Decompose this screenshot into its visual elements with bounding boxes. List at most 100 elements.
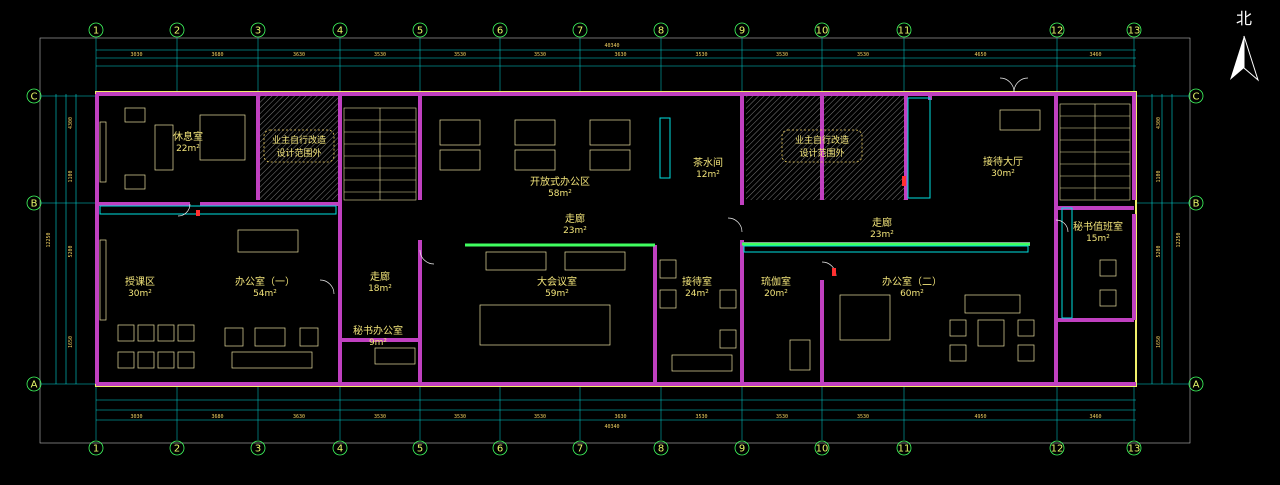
dim-text: 5200 <box>1156 245 1162 257</box>
dim-text: 4950 <box>974 414 986 420</box>
dim-text: 5200 <box>68 245 74 257</box>
overall-dim-bottom: 40340 <box>604 424 619 430</box>
dim-text: 3530 <box>454 414 466 420</box>
grid-row-label: B <box>1193 199 1200 210</box>
dim-text: 1650 <box>68 336 74 348</box>
grid-col-bubble <box>332 22 348 38</box>
hatch-area-2 <box>746 96 906 200</box>
grid-col-bubble <box>1049 440 1065 456</box>
hatch-note-box-2 <box>781 129 863 163</box>
dim-text: 1100 <box>1156 170 1162 182</box>
dim-text: 3460 <box>1089 52 1101 58</box>
stair-left <box>343 107 417 201</box>
grid-col-label: 7 <box>577 444 583 455</box>
overall-dim-left: 12250 <box>46 232 52 247</box>
dim-text: 3530 <box>534 414 546 420</box>
grid-col-bubble <box>572 22 588 38</box>
grid-col-bubble <box>169 22 185 38</box>
room-area-rest: 22m² <box>176 144 200 154</box>
dim-right-col: 4300 1100 5200 1650 <box>1156 117 1162 348</box>
grid-col-label: 7 <box>577 26 583 37</box>
grid-col-bubble <box>1126 22 1142 38</box>
room-name-openoffice: 开放式办公区 <box>530 175 590 188</box>
grid-col-bubble <box>412 22 428 38</box>
grid-col-label: 12 <box>1051 26 1064 37</box>
grid-row-label: B <box>31 199 38 210</box>
drawing-frame <box>39 37 1191 444</box>
grid-col-bubble <box>250 22 266 38</box>
hatch-note-2-line1: 业主自行改造 <box>795 134 849 146</box>
grid-col-bubble <box>1126 440 1142 456</box>
dim-text: 3530 <box>857 414 869 420</box>
dim-text: 3530 <box>695 414 707 420</box>
grid-col-bubble <box>734 440 750 456</box>
grid-col-label: 10 <box>816 26 829 37</box>
room-area-corridor23a: 23m² <box>563 226 587 236</box>
grid-axis-right: C B A <box>1188 88 1204 392</box>
room-area-lecture: 30m² <box>128 289 152 299</box>
grid-col-bubble <box>412 440 428 456</box>
grid-col-label: 5 <box>417 444 423 455</box>
room-area-drying: 20m² <box>764 289 788 299</box>
room-name-lobby: 接待大厅 <box>983 155 1023 168</box>
grid-row-label: A <box>1193 380 1200 391</box>
dim-text: 3680 <box>211 414 223 420</box>
dim-left-col: 4300 1100 5200 1650 <box>68 117 74 348</box>
room-name-secretary: 秘书办公室 <box>353 324 403 337</box>
room-area-lobby: 30m² <box>991 169 1015 179</box>
dim-text: 3530 <box>534 52 546 58</box>
room-name-lecture: 授课区 <box>125 275 155 288</box>
room-name-corridor23a: 走廊 <box>565 212 585 225</box>
grid-col-bubble <box>814 440 830 456</box>
grid-col-bubble <box>734 22 750 38</box>
grid-col-label: 10 <box>816 444 829 455</box>
grid-col-label: 9 <box>739 26 745 37</box>
interior-walls <box>95 92 1136 386</box>
dim-text: 3680 <box>211 52 223 58</box>
grid-col-label: 4 <box>337 26 343 37</box>
dimension-lines <box>55 49 1173 421</box>
grid-row-label: C <box>1193 92 1200 103</box>
grid-col-label: 8 <box>658 444 664 455</box>
grid-col-bubble <box>332 440 348 456</box>
north-label: 北 <box>1236 9 1252 28</box>
dim-text: 4300 <box>68 117 74 129</box>
accent-walls <box>465 242 1030 247</box>
room-area-office2: 60m² <box>900 289 924 299</box>
grid-col-label: 4 <box>337 444 343 455</box>
dim-text: 3030 <box>130 52 142 58</box>
room-area-secretary2: 15m² <box>1086 234 1110 244</box>
room-area-office1: 54m² <box>253 289 277 299</box>
room-name-rest: 休息室 <box>173 130 203 143</box>
room-name-office1: 办公室（一） <box>235 275 295 288</box>
doors <box>177 77 1069 295</box>
dim-text: 3530 <box>374 52 386 58</box>
grid-col-bubble <box>653 440 669 456</box>
furniture <box>99 107 1117 372</box>
room-area-tea: 12m² <box>696 170 720 180</box>
room-name-drying: 琉伽室 <box>761 275 791 288</box>
dim-text: 1650 <box>1156 336 1162 348</box>
grid-col-bubble <box>572 440 588 456</box>
grid-col-bubble <box>653 22 669 38</box>
grid-col-label: 8 <box>658 26 664 37</box>
room-area-secretary: 9m² <box>369 338 387 348</box>
grid-col-label: 9 <box>739 444 745 455</box>
grid-col-bubble <box>896 440 912 456</box>
room-name-meeting: 大会议室 <box>537 275 577 288</box>
room-name-reception24: 接待室 <box>682 275 712 288</box>
hatch-area-1 <box>258 96 340 200</box>
grid-col-bubble <box>88 440 104 456</box>
dim-text: 1100 <box>68 170 74 182</box>
dim-text: 3530 <box>454 52 466 58</box>
dim-text: 3530 <box>857 52 869 58</box>
grid-col-label: 13 <box>1128 444 1141 455</box>
grid-col-label: 11 <box>898 26 911 37</box>
grid-col-bubble <box>492 22 508 38</box>
dim-text: 4300 <box>1156 117 1162 129</box>
dim-text: 3630 <box>293 414 305 420</box>
grid-col-bubble <box>896 22 912 38</box>
